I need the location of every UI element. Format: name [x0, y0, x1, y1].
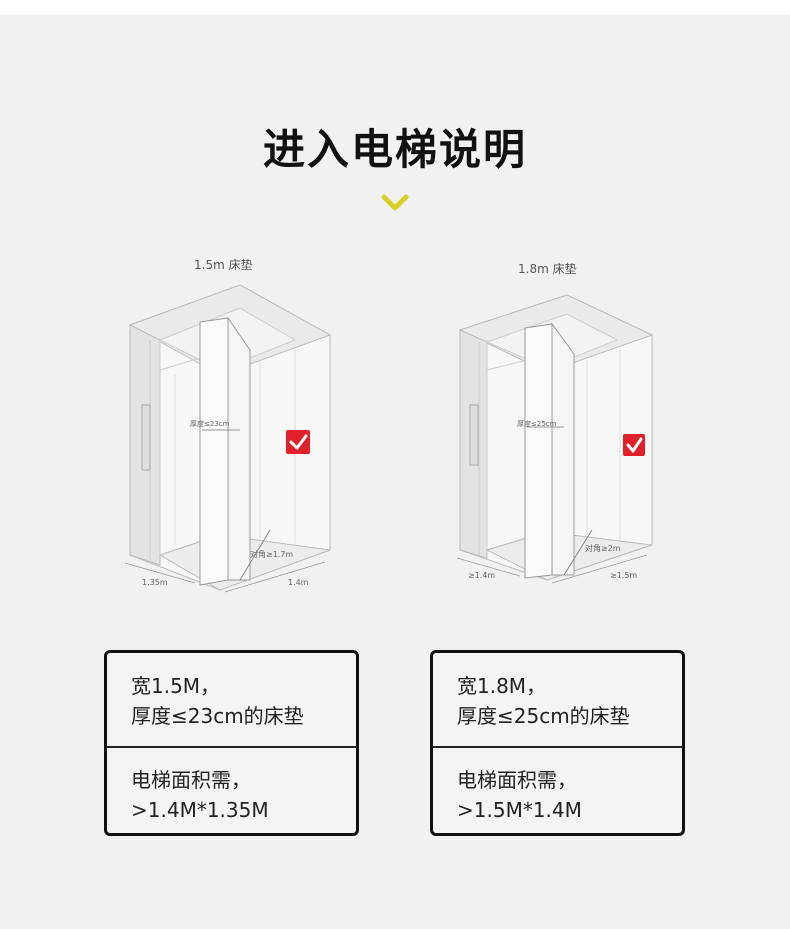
elevator-area-value: >1.5M*1.4M	[457, 798, 582, 822]
elevator-area-title: 电梯面积需，	[457, 768, 577, 792]
elevator-spec: 电梯面积需， >1.4M*1.35M	[107, 765, 356, 825]
right-depth-label: ≥1.4m	[468, 571, 496, 580]
card-divider	[107, 746, 356, 748]
page-title: 进入电梯说明	[262, 125, 527, 174]
right-elevator-diagram	[452, 290, 657, 590]
top-band	[0, 0, 790, 15]
left-spec-card: 宽1.5M， 厚度≤23cm的床垫 电梯面积需， >1.4M*1.35M	[104, 650, 359, 836]
mattress-spec: 宽1.8M， 厚度≤25cm的床垫	[433, 671, 682, 731]
mattress-thickness-text: 厚度≤23cm的床垫	[131, 704, 304, 728]
card-divider	[433, 746, 682, 748]
right-mattress-label: 1.8m 床垫	[518, 262, 577, 276]
left-elevator-diagram	[120, 280, 340, 600]
elevator-area-title: 电梯面积需，	[131, 768, 251, 792]
left-width-label: 1.4m	[288, 578, 309, 587]
left-depth-label: 1.35m	[142, 578, 168, 587]
check-icon	[286, 430, 310, 454]
elevator-area-value: >1.4M*1.35M	[131, 798, 269, 822]
mattress-spec: 宽1.5M， 厚度≤23cm的床垫	[107, 671, 356, 731]
mattress-width-text: 宽1.5M，	[131, 674, 221, 698]
chevron-down-icon	[381, 194, 409, 211]
left-mattress-label: 1.5m 床垫	[194, 258, 253, 272]
left-thickness-label: 厚度≤23cm	[190, 420, 230, 428]
mattress-width-text: 宽1.8M，	[457, 674, 547, 698]
elevator-spec: 电梯面积需， >1.5M*1.4M	[433, 765, 682, 825]
check-icon	[623, 434, 645, 456]
right-thickness-label: 厚度≤25cm	[517, 420, 557, 428]
right-spec-card: 宽1.8M， 厚度≤25cm的床垫 电梯面积需， >1.5M*1.4M	[430, 650, 685, 836]
left-diagonal-label: 对角≥1.7m	[250, 550, 294, 559]
mattress-thickness-text: 厚度≤25cm的床垫	[457, 704, 630, 728]
right-diagonal-label: 对角≥2m	[585, 544, 621, 553]
right-width-label: ≥1.5m	[610, 571, 638, 580]
